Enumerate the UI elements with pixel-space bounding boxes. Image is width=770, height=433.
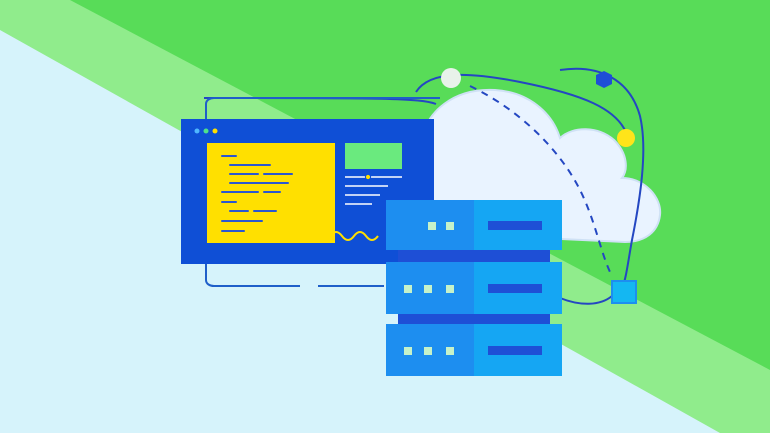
server-led xyxy=(428,222,436,230)
thumbnail-panel xyxy=(345,143,402,169)
server-gap xyxy=(398,250,550,262)
orbit-node-white xyxy=(441,68,461,88)
window-dot-3 xyxy=(212,128,218,134)
server-unit-3 xyxy=(386,324,562,376)
server-led xyxy=(404,347,412,355)
server-led xyxy=(404,285,412,293)
thumbnail-lines xyxy=(345,176,402,205)
server-unit-2 xyxy=(386,262,562,314)
window-dot-1 xyxy=(194,128,200,134)
code-lines xyxy=(221,155,293,232)
server-led xyxy=(446,222,454,230)
server-slot xyxy=(488,346,542,355)
server-rack xyxy=(386,200,562,376)
slider-knob xyxy=(364,173,372,181)
orbit-node-square xyxy=(611,280,637,304)
server-gap xyxy=(398,314,550,324)
server-slot xyxy=(488,284,542,293)
orbit-node-yellow xyxy=(617,129,635,147)
orbit-node-hexagon xyxy=(596,71,612,88)
wave-line xyxy=(281,231,379,241)
window-dot-2 xyxy=(203,128,209,134)
server-led xyxy=(424,347,432,355)
server-led xyxy=(424,285,432,293)
server-unit-1 xyxy=(386,200,562,250)
server-slot xyxy=(488,221,542,230)
window-outline xyxy=(205,97,440,287)
server-led xyxy=(446,347,454,355)
server-led xyxy=(446,285,454,293)
